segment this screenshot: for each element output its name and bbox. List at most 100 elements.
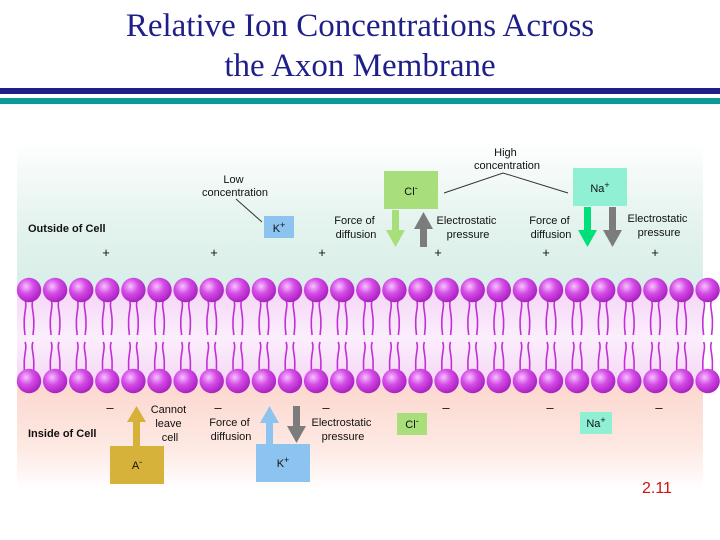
lipid-tail — [475, 299, 479, 336]
phospholipid-head — [95, 277, 120, 303]
phospholipid-head — [173, 368, 198, 394]
minus-sign: – — [106, 400, 114, 415]
lipid-tail — [214, 299, 218, 336]
phospholipid-head — [669, 277, 694, 303]
minus-sign: – — [214, 400, 222, 415]
lipid-tail — [101, 299, 105, 336]
lipid-tail — [448, 299, 453, 336]
phospholipid-head — [486, 277, 511, 303]
phospholipid-head — [538, 277, 564, 303]
phospholipid-head — [486, 368, 511, 394]
lipid-tail — [571, 299, 575, 336]
lipid-tail — [545, 299, 549, 336]
lipid-tail — [501, 299, 505, 336]
k-ion-outside: K+ — [264, 216, 294, 238]
phospholipid-head — [69, 277, 94, 303]
title-line-1: Relative Ion Concentrations Across — [125, 8, 595, 44]
phospholipid-head — [460, 368, 485, 394]
phospholipid-head — [434, 277, 459, 303]
plus-sign: + — [542, 245, 550, 260]
phospholipid-head — [173, 277, 198, 303]
lipid-tail — [83, 299, 87, 336]
phospholipid-head — [251, 368, 277, 394]
phospholipid-head — [251, 277, 277, 303]
phospholipid-head — [16, 368, 42, 394]
minus-sign: – — [322, 400, 330, 415]
phospholipid-head — [512, 277, 538, 303]
lipid-tail — [579, 299, 583, 336]
low-concentration-label: Low concentration — [202, 174, 268, 199]
cl-ion-inside: Cl- — [397, 413, 427, 435]
low-concentration-leader — [235, 198, 263, 223]
phospholipid-head — [356, 277, 381, 303]
cl-force-of-diffusion-arrow — [386, 210, 405, 247]
phospholipid-head — [330, 277, 355, 303]
na-ion-inside: Na+ — [580, 412, 612, 434]
k-force-of-diffusion-label: Force of diffusion — [209, 417, 252, 443]
a-ion-inside-arrow — [127, 406, 146, 446]
a-ion-inside: A- — [110, 446, 164, 484]
lipid-tail — [467, 299, 471, 336]
phospholipid-head — [330, 368, 355, 394]
svg-text:Na+: Na+ — [586, 415, 605, 430]
lipid-tail — [519, 299, 523, 336]
na-electrostatic-pressure-arrow — [603, 207, 622, 247]
phospholipid-head — [669, 368, 694, 394]
minus-sign: – — [442, 400, 450, 415]
phospholipid-head — [303, 368, 329, 394]
lipid-tail — [605, 299, 609, 336]
phospholipid-head — [591, 368, 616, 394]
cannot-leave-cell-label: Cannot leave cell — [151, 404, 190, 444]
plus-sign: + — [318, 245, 326, 260]
lipid-tail — [344, 299, 348, 336]
lipid-tail — [258, 299, 262, 336]
lipid-tail — [623, 299, 627, 336]
phospholipid-head — [277, 277, 303, 303]
svg-text:K+: K+ — [273, 220, 286, 235]
inside-of-cell-label: Inside of Cell — [28, 428, 96, 440]
lipid-tail — [388, 299, 393, 336]
svg-text:Cl-: Cl- — [404, 183, 417, 198]
lipid-tail — [135, 299, 140, 336]
lipid-tail — [493, 299, 497, 336]
lipid-tail — [396, 299, 401, 336]
phospholipid-head — [42, 368, 68, 394]
phospholipid-head — [695, 277, 720, 303]
lipid-tail — [240, 299, 244, 336]
slide-page-number: 2.11 — [642, 480, 672, 497]
lipid-tail — [370, 299, 374, 336]
phospholipid-head — [617, 277, 642, 303]
svg-text:K+: K+ — [277, 455, 290, 470]
lipid-tail — [232, 299, 236, 336]
minus-sign: – — [655, 400, 663, 415]
phospholipid-head — [277, 368, 303, 394]
phospholipid-head — [434, 368, 459, 394]
lipid-tail — [649, 299, 654, 336]
phospholipid-head — [147, 277, 172, 303]
charge-signs: ++++++–––––– — [102, 245, 663, 415]
k-ion-inside: K+ — [256, 444, 310, 482]
lipid-tail — [206, 299, 210, 336]
cl-electrostatic-pressure-arrow — [414, 212, 433, 247]
na-ion-outside: Na+ — [573, 168, 627, 206]
high-concentration-leader — [443, 172, 569, 194]
lipid-tail — [23, 299, 27, 336]
phospholipid-head — [382, 368, 407, 394]
phospholipid-head — [199, 368, 224, 394]
lipid-tail — [362, 299, 366, 336]
phospholipid-head — [121, 277, 146, 303]
cl-electrostatic-pressure-label: Electrostatic pressure — [437, 215, 500, 241]
lipid-tail — [440, 299, 445, 336]
k-electrostatic-pressure-arrow — [287, 406, 306, 443]
lipid-tail — [57, 299, 61, 336]
lipid-tail — [701, 299, 706, 336]
lipid-tail — [414, 299, 419, 336]
lipid-tail — [284, 299, 288, 336]
outside-of-cell-label: Outside of Cell — [28, 223, 106, 235]
lipid-tail — [657, 299, 662, 336]
lipid-tail — [153, 299, 158, 336]
phospholipid-head — [564, 368, 590, 394]
phospholipid-head — [199, 277, 224, 303]
na-force-of-diffusion-label: Force of diffusion — [529, 215, 572, 241]
lipid-tail — [75, 299, 79, 336]
